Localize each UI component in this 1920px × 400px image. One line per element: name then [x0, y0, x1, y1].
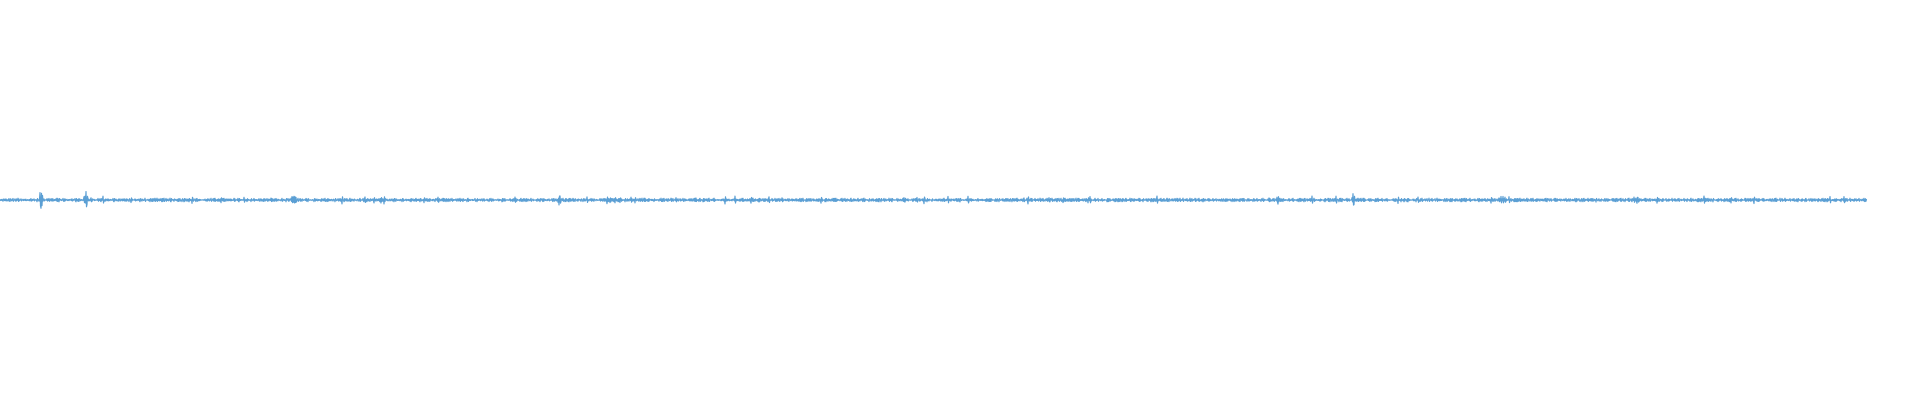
waveform-trace [0, 190, 1868, 209]
